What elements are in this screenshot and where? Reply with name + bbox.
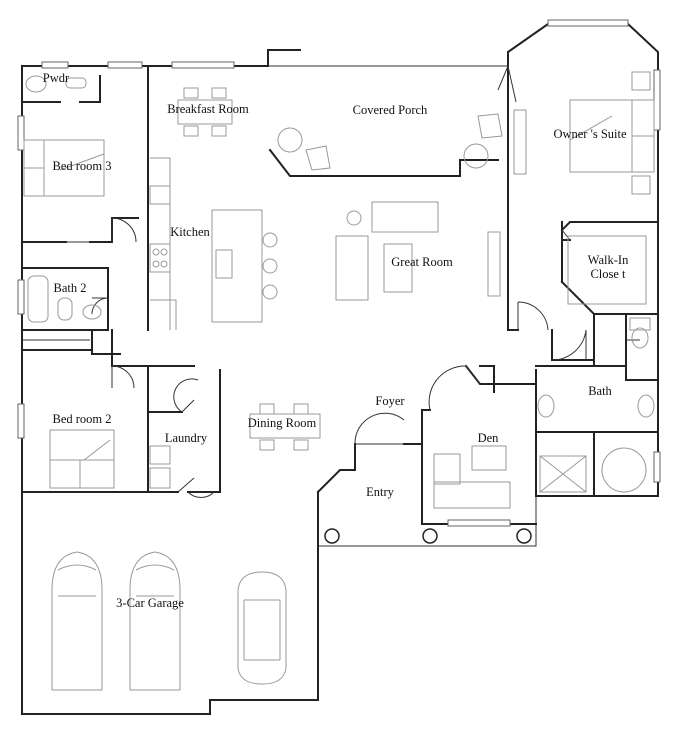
door-swing [111, 217, 137, 243]
door-swing [551, 329, 587, 361]
room-label-bedroom2: Bed room 2 [52, 412, 111, 426]
patio-chair-icon [477, 113, 503, 139]
window [447, 519, 511, 527]
door-swing [354, 412, 405, 445]
room-label-entry: Entry [366, 485, 395, 499]
window [17, 279, 25, 315]
washer-icon [149, 445, 171, 465]
garage-vehicles [51, 551, 287, 691]
window [547, 19, 629, 27]
window [171, 61, 235, 69]
door-swing [497, 64, 517, 103]
room-label-laundry: Laundry [165, 431, 208, 445]
room-label-dining-room: Dining Room [248, 416, 317, 430]
interior-walls [21, 75, 659, 497]
window [653, 69, 661, 131]
bathtub-icon [27, 275, 49, 323]
sofa-icon [433, 481, 511, 509]
coffee-table-icon [383, 243, 413, 293]
window [17, 403, 25, 439]
window [41, 61, 69, 69]
window [653, 451, 661, 483]
column-icon [422, 528, 438, 544]
column-icon [324, 528, 340, 544]
room-label-kitchen: Kitchen [170, 225, 210, 239]
room-label-great-room: Great Room [391, 255, 453, 269]
closet-shelf [567, 235, 647, 305]
car-icon [237, 571, 287, 685]
sink-icon [537, 394, 555, 418]
door-swing [177, 477, 215, 498]
window [107, 61, 143, 69]
room-labels: Pwdr Breakfast Room Covered Porch Owner … [43, 71, 629, 610]
room-label-pwdr: Pwdr [43, 71, 70, 85]
table-icon [177, 99, 233, 125]
patio-table-icon [277, 127, 303, 153]
doors [66, 64, 640, 498]
room-label-den: Den [478, 431, 500, 445]
room-label-owners-suite: Owner 's Suite [553, 127, 627, 141]
sink-icon [82, 304, 102, 320]
lamp-icon [346, 210, 362, 226]
door-swing [91, 297, 109, 315]
stove-icon [149, 243, 171, 273]
toilet-icon [629, 317, 651, 331]
room-label-covered-porch: Covered Porch [353, 103, 428, 117]
room-label-breakfast-room: Breakfast Room [167, 102, 249, 116]
sofa-icon [335, 235, 369, 301]
toilet-icon [57, 297, 73, 321]
patio-table-icon [463, 143, 489, 169]
room-label-bath2: Bath 2 [54, 281, 87, 295]
truck-icon [129, 551, 181, 691]
stool-icon [262, 232, 278, 248]
room-label-walk-in-closet-2: Close t [590, 267, 626, 281]
truck-icon [51, 551, 103, 691]
room-label-bedroom3: Bed room 3 [52, 159, 111, 173]
door-swing [428, 365, 481, 411]
bed-icon [49, 429, 115, 489]
shower-icon [539, 455, 587, 493]
dryer-icon [149, 467, 171, 489]
door-swing [111, 365, 135, 389]
table-icon [249, 413, 321, 439]
kitchen-island [211, 209, 263, 323]
room-label-garage: 3-Car Garage [116, 596, 184, 610]
sink-icon [25, 75, 47, 93]
door-swing [173, 378, 199, 413]
room-label-foyer: Foyer [375, 394, 405, 408]
patio-chair-icon [305, 145, 331, 171]
room-label-walk-in-closet: Walk-In [588, 253, 629, 267]
fixtures [23, 71, 655, 691]
kitchen-counter [150, 157, 177, 330]
room-label-bath: Bath [588, 384, 612, 398]
dresser-icon [513, 109, 527, 175]
fireplace-icon [487, 231, 501, 297]
door-swing [517, 301, 549, 331]
sink-icon [637, 394, 655, 418]
window [17, 115, 25, 151]
sofa-icon [371, 201, 439, 233]
column-icon [516, 528, 532, 544]
bathtub-icon [601, 447, 647, 493]
toilet-icon [65, 77, 87, 89]
desk-icon [471, 445, 507, 471]
door-swing [561, 229, 571, 241]
